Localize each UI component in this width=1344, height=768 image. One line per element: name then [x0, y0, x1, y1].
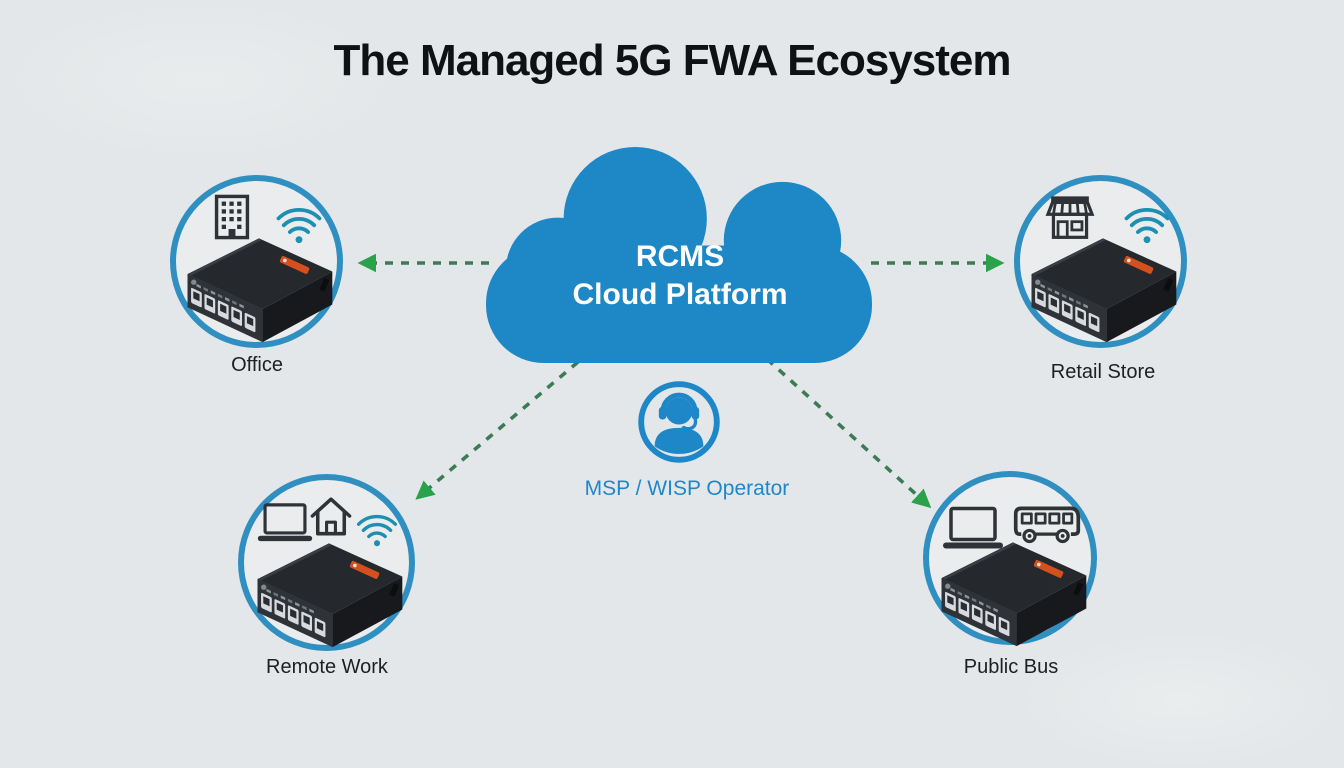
- cloud-label-line1: RCMS: [635, 240, 725, 273]
- router-device: [1022, 225, 1184, 343]
- node-label-public-bus: Public Bus: [963, 656, 1059, 678]
- node-label-retail-store: Retail Store: [1050, 361, 1156, 383]
- page-title: The Managed 5G FWA Ecosystem: [333, 36, 1012, 85]
- rcms-cloud-platform: RCMS Cloud Platform: [486, 140, 874, 364]
- cloud-icon: [486, 146, 873, 364]
- node-public-bus: [923, 471, 1097, 645]
- node-label-office: Office: [231, 354, 283, 376]
- operator-label: MSP / WISP Operator: [584, 477, 790, 500]
- router-device: [248, 530, 410, 648]
- node-retail-store: [1014, 175, 1187, 348]
- headset-operator-icon: [637, 380, 721, 464]
- router-device: [932, 529, 1094, 647]
- router-device: [178, 225, 340, 343]
- cloud-label-line2: Cloud Platform: [572, 278, 788, 311]
- arrow-cloud-to-remote-work: [415, 360, 580, 500]
- node-label-remote-work: Remote Work: [266, 656, 388, 678]
- node-office: [170, 175, 343, 348]
- node-remote-work: [238, 474, 415, 651]
- cloud-label: RCMS Cloud Platform: [486, 238, 874, 314]
